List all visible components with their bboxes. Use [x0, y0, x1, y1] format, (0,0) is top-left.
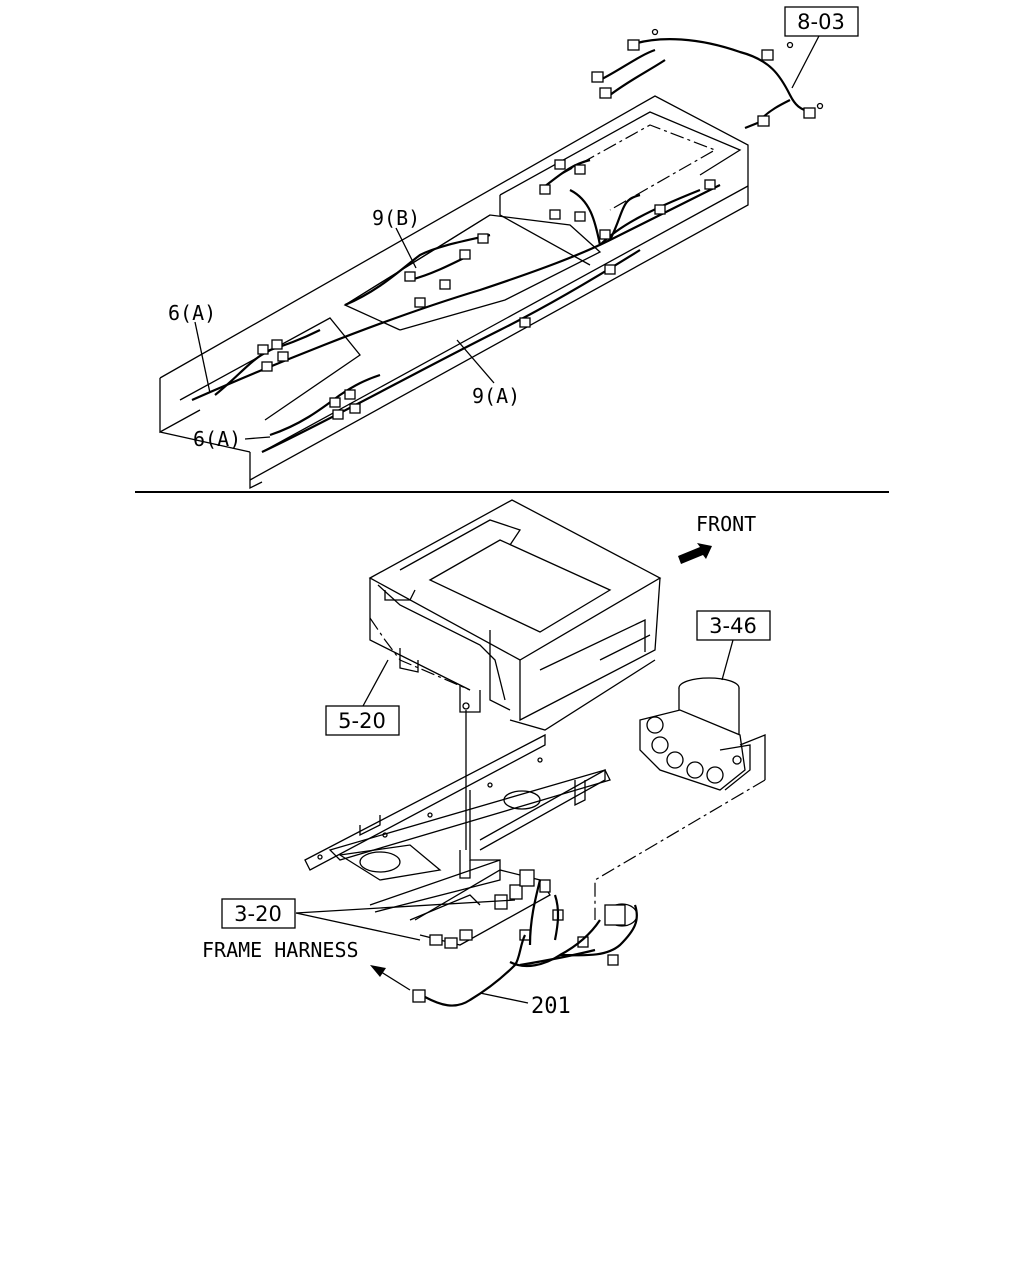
label-9b: 9(B) [372, 206, 420, 230]
front-arrow-icon [678, 543, 712, 564]
frame-harness-label: FRAME HARNESS [202, 938, 359, 962]
ref-box-5-20[interactable]: 5-20 [325, 705, 400, 736]
upper-leader-lines [194, 33, 821, 440]
ref-label-3-46: 3-46 [709, 614, 757, 638]
battery-box [368, 499, 662, 731]
direction-arrow-icon [370, 965, 411, 991]
label-6a-lower: 6(A) [193, 427, 241, 451]
ref-label-8-03: 8-03 [797, 10, 845, 34]
ref-box-8-03[interactable]: 8-03 [784, 6, 859, 37]
label-201: 201 [531, 994, 571, 1019]
lower-leader-lines [295, 639, 734, 1004]
dryer-link-line [594, 779, 766, 920]
harness-201 [424, 879, 638, 1007]
mounting-bracket [304, 733, 611, 921]
air-dryer [639, 677, 766, 791]
label-9a: 9(A) [472, 384, 520, 408]
upper-frame-assembly [159, 28, 824, 490]
ref-label-3-20: 3-20 [234, 902, 282, 926]
ref-box-3-46[interactable]: 3-46 [696, 610, 771, 641]
label-6a-upper: 6(A) [168, 301, 216, 325]
valve-assembly [412, 869, 638, 1003]
ref-label-5-20: 5-20 [338, 709, 386, 733]
ref-box-3-20[interactable]: 3-20 [221, 898, 296, 929]
front-label: FRONT [696, 512, 756, 536]
